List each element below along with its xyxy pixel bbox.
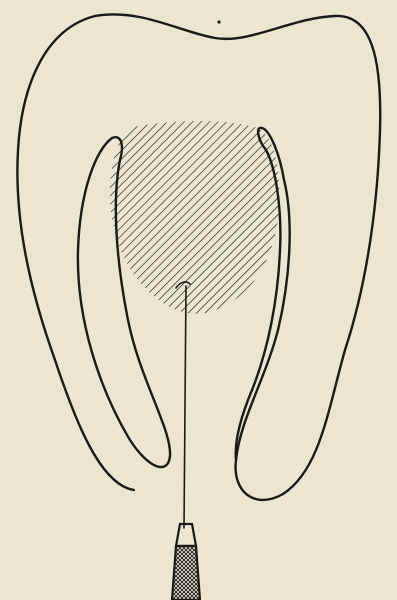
speck-mark [217, 20, 220, 23]
probe-wire [184, 286, 186, 528]
probe-handle [172, 524, 200, 600]
pulp-chamber-hatched [110, 121, 280, 314]
